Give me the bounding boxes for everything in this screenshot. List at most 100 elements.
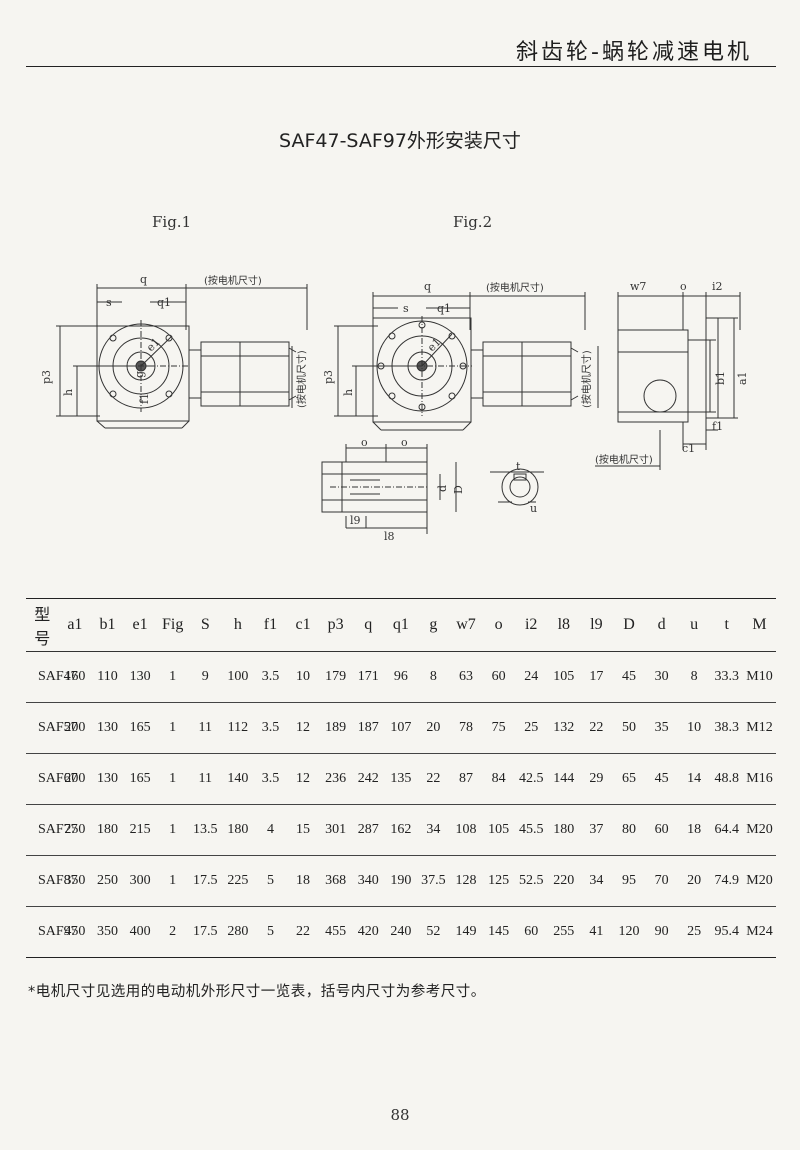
table-cell: 52 xyxy=(417,906,450,958)
table-cell: 48.8 xyxy=(710,753,744,805)
table-cell: 60 xyxy=(645,804,678,856)
table-header-cell: a1 xyxy=(58,598,92,652)
table-cell: 17.5 xyxy=(188,906,222,958)
table-cell: 37.5 xyxy=(417,855,450,907)
table-cell: 84 xyxy=(482,753,515,805)
fig2-drawing xyxy=(334,292,599,431)
table-header-cell: g xyxy=(417,598,450,652)
table-cell: 132 xyxy=(547,702,581,754)
table-cell: 144 xyxy=(547,753,581,805)
table-cell: 400 xyxy=(123,906,157,958)
table-cell: 22 xyxy=(417,753,450,805)
fig2-dim-h: h xyxy=(342,389,355,396)
table-header-cell: e1 xyxy=(123,598,157,652)
table-cell: 110 xyxy=(91,651,124,703)
side-dim-f1: f1 xyxy=(712,420,723,433)
model-cell: SAF87 xyxy=(26,855,78,907)
table-cell: 15 xyxy=(286,804,320,856)
table-cell: 189 xyxy=(319,702,352,754)
table-cell: 220 xyxy=(547,855,581,907)
table-cell: 34 xyxy=(580,855,613,907)
table-cell: 300 xyxy=(123,855,157,907)
table-cell: 1 xyxy=(156,753,189,805)
shaft-dim-D: D xyxy=(452,485,465,494)
table-cell: 105 xyxy=(482,804,515,856)
table-header-cell: u xyxy=(677,598,711,652)
table-header-cell: b1 xyxy=(91,598,124,652)
table-cell: 8 xyxy=(417,651,450,703)
table-cell: 95 xyxy=(612,855,646,907)
table-cell: 125 xyxy=(482,855,515,907)
table-cell: 42.5 xyxy=(514,753,548,805)
technical-drawings: q (按电机尺寸) s q1 e1 p3 h g f1 (按电机尺寸) q (按… xyxy=(40,273,749,543)
table-cell: 20 xyxy=(417,702,450,754)
fig2-dim-s: s xyxy=(403,302,409,315)
table-cell: 45 xyxy=(645,753,678,805)
table-cell: 45 xyxy=(612,651,646,703)
fig2-motor-note-vertical: (按电机尺寸) xyxy=(580,350,593,408)
table-cell: 255 xyxy=(547,906,581,958)
table-header-cell: w7 xyxy=(449,598,483,652)
table-cell: 18 xyxy=(286,855,320,907)
fig1-motor-note-vertical: (按电机尺寸) xyxy=(295,350,308,408)
table-header-cell: q1 xyxy=(384,598,418,652)
table-cell: 368 xyxy=(319,855,352,907)
fig2-dim-q1: q1 xyxy=(437,302,451,315)
table-cell: 34 xyxy=(417,804,450,856)
table-header-cell: i2 xyxy=(514,598,548,652)
table-cell: 140 xyxy=(221,753,255,805)
fig1-dim-q: q xyxy=(140,273,147,286)
table-cell: M20 xyxy=(743,804,776,856)
table-cell: 11 xyxy=(188,753,222,805)
table-cell: 165 xyxy=(123,702,157,754)
table-header-cell: 型号 xyxy=(26,598,59,652)
table-header-cell: Fig xyxy=(156,598,189,652)
table-cell: 60 xyxy=(482,651,515,703)
table-cell: M16 xyxy=(743,753,776,805)
table-cell: 3.5 xyxy=(254,651,287,703)
table-cell: 200 xyxy=(58,702,92,754)
table-cell: 180 xyxy=(547,804,581,856)
table-cell: 1 xyxy=(156,804,189,856)
table-cell: 50 xyxy=(612,702,646,754)
table-cell: 350 xyxy=(91,906,124,958)
table-cell: 10 xyxy=(286,651,320,703)
table-cell: 112 xyxy=(221,702,255,754)
table-cell: 340 xyxy=(351,855,385,907)
header-rule xyxy=(26,66,776,67)
table-cell: 215 xyxy=(123,804,157,856)
page-title: SAF47-SAF97外形安装尺寸 xyxy=(279,130,521,152)
table-cell: 180 xyxy=(221,804,255,856)
table-cell: 78 xyxy=(449,702,483,754)
fig1-drawing xyxy=(56,284,308,429)
table-cell: 287 xyxy=(351,804,385,856)
table-cell: 41 xyxy=(580,906,613,958)
model-cell: SAF57 xyxy=(26,702,78,754)
table-cell: 65 xyxy=(612,753,646,805)
table-cell: 22 xyxy=(580,702,613,754)
shaft-dim-o-left: o xyxy=(361,436,368,449)
table-cell: 38.3 xyxy=(710,702,744,754)
table-cell: 225 xyxy=(221,855,255,907)
table-cell: 60 xyxy=(514,906,548,958)
table-cell: 20 xyxy=(677,855,711,907)
table-cell: 29 xyxy=(580,753,613,805)
shaft-dim-l9: l9 xyxy=(350,514,361,527)
table-header-cell: o xyxy=(482,598,515,652)
table-cell: 87 xyxy=(449,753,483,805)
fig1-dim-q1: q1 xyxy=(157,296,171,309)
table-header-cell: M xyxy=(743,598,776,652)
fig1-motor-note: (按电机尺寸) xyxy=(204,274,262,287)
shaft-dim-u: u xyxy=(530,502,537,515)
table-cell: 280 xyxy=(221,906,255,958)
table-cell: 63 xyxy=(449,651,483,703)
table-cell: 120 xyxy=(612,906,646,958)
table-cell: 80 xyxy=(612,804,646,856)
table-cell: 30 xyxy=(645,651,678,703)
table-cell: 100 xyxy=(221,651,255,703)
table-cell: 250 xyxy=(91,855,124,907)
table-cell: 240 xyxy=(384,906,418,958)
